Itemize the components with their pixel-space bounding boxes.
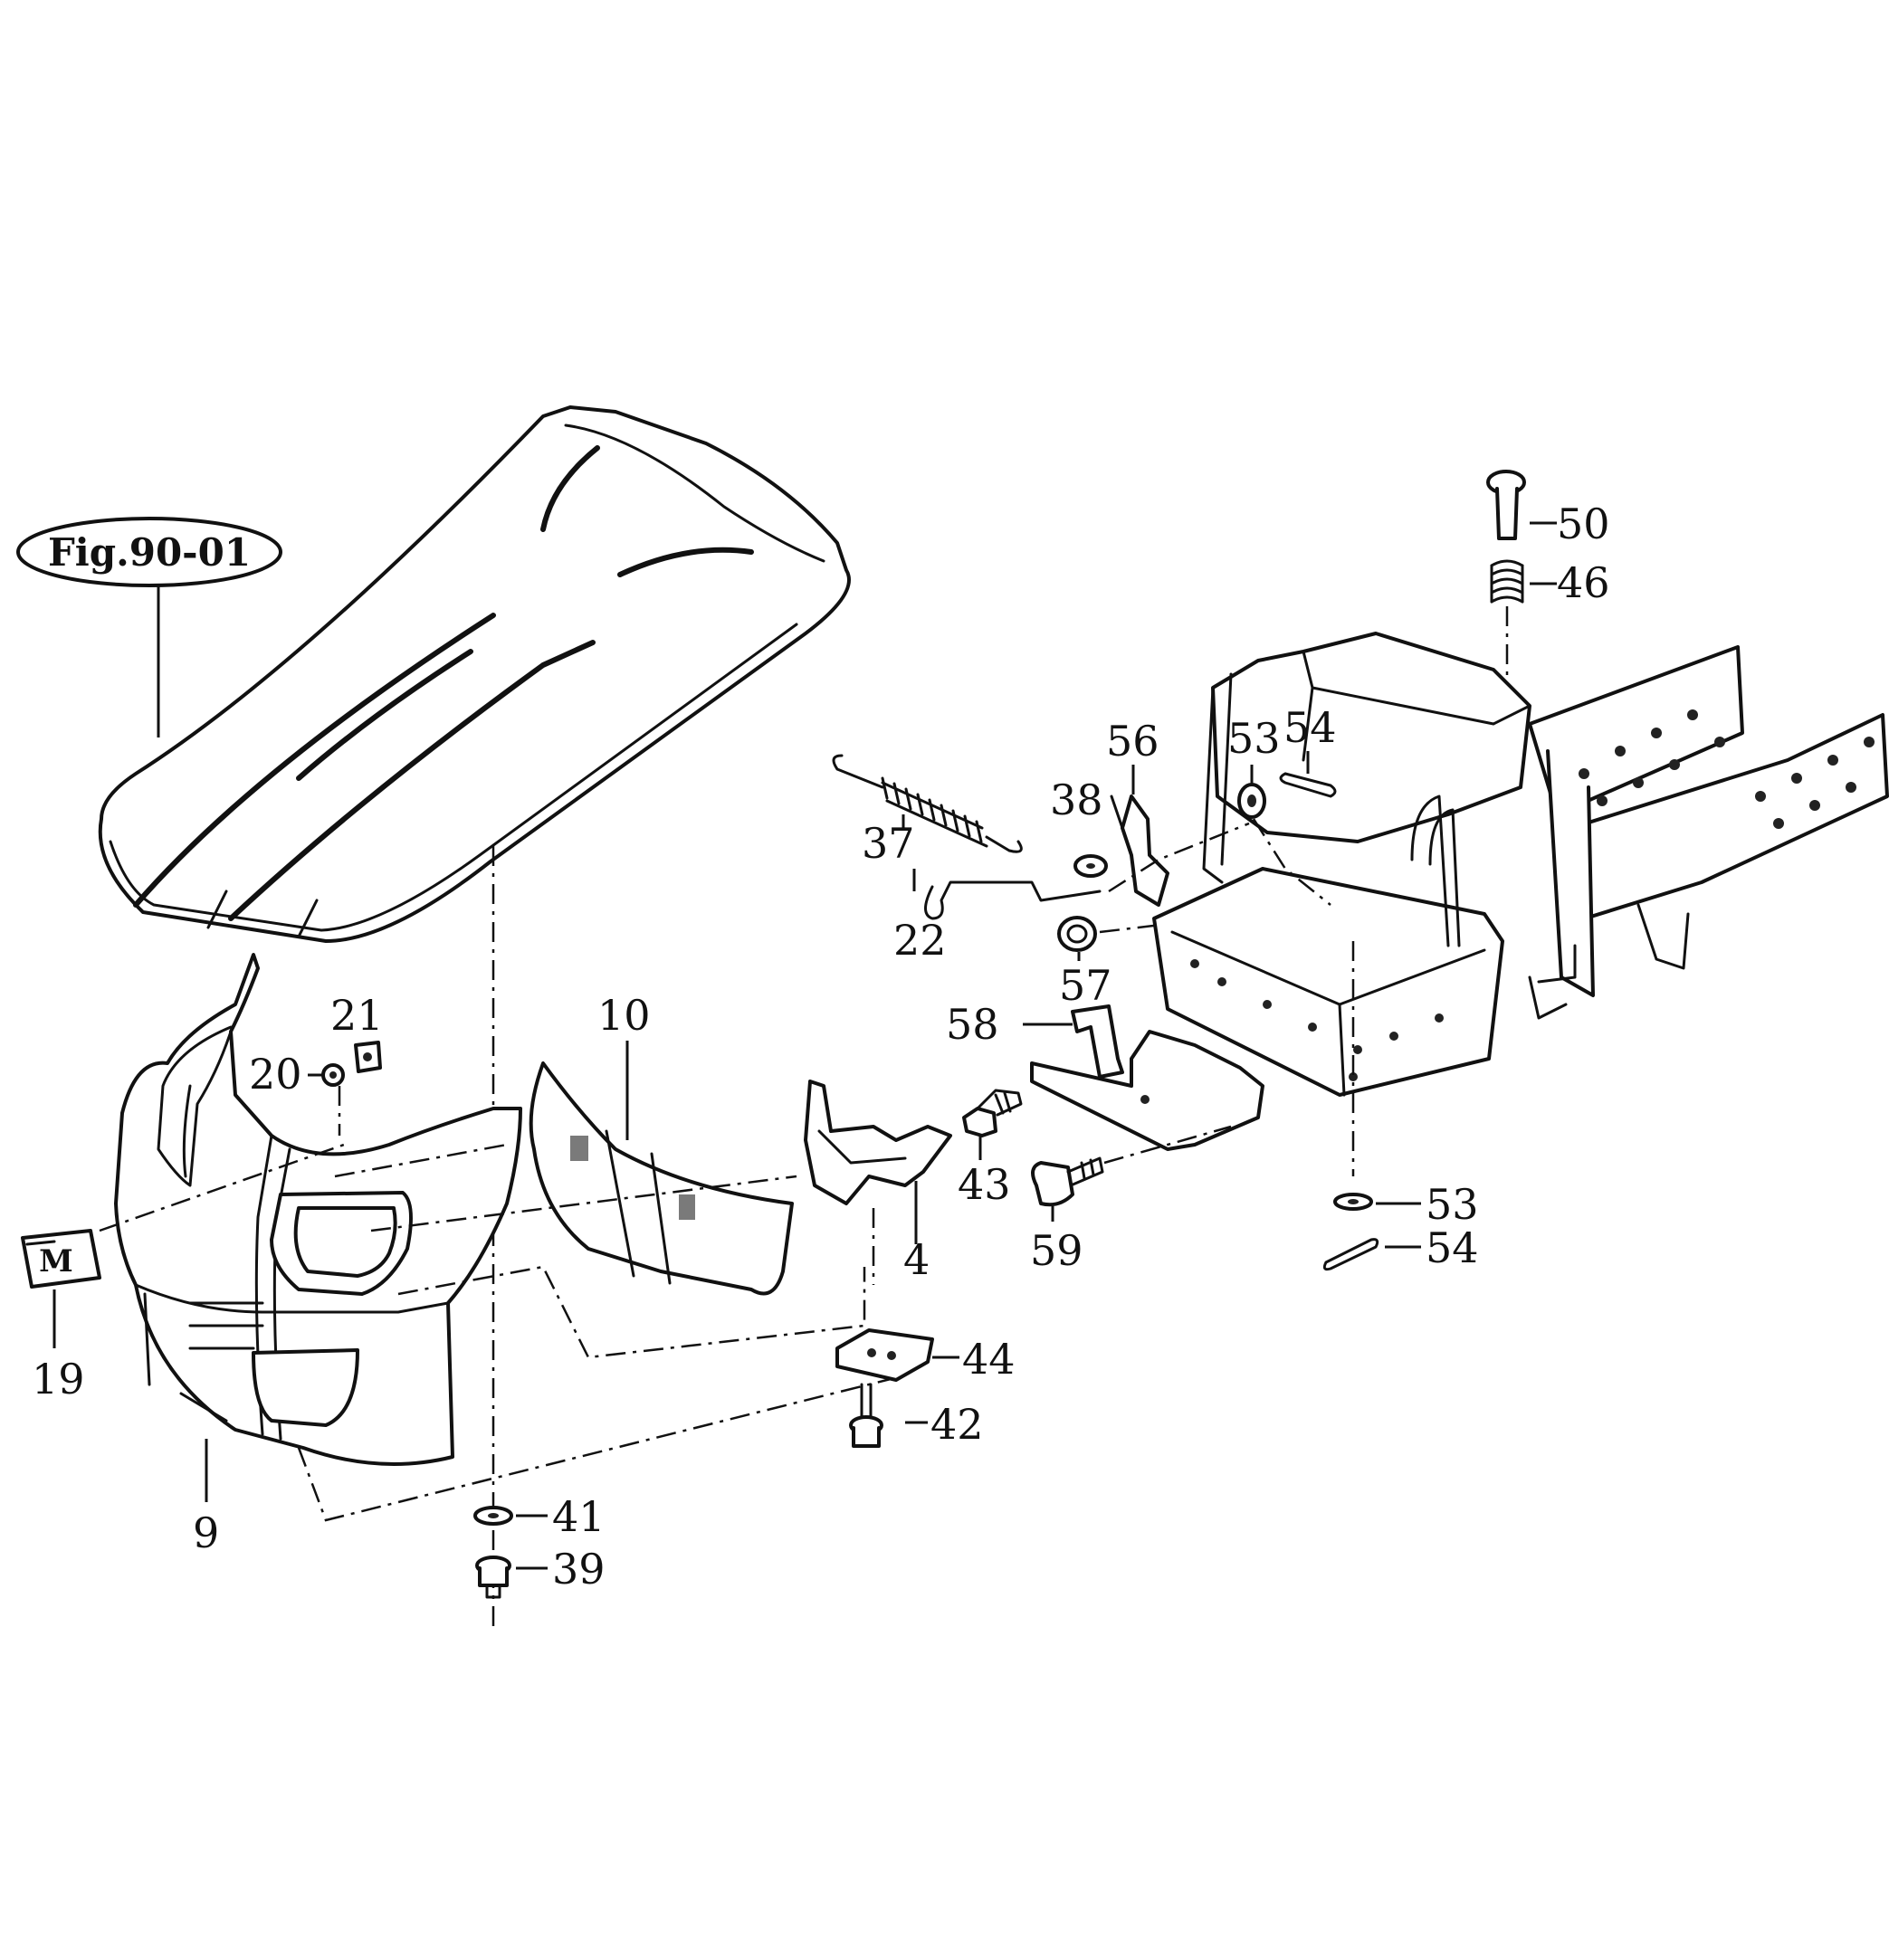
compression-spring: [1490, 559, 1524, 604]
figure-reference-text: Fig.90-01: [48, 530, 251, 575]
label-44[interactable]: 44: [962, 1335, 1016, 1384]
front-emblem-badge: M: [21, 1229, 101, 1348]
figure-reference-callout[interactable]: Fig.90-01: [16, 517, 282, 737]
bolt-part-43: [962, 1089, 1023, 1137]
label-43[interactable]: 43: [958, 1160, 1011, 1209]
latch-lever: [1110, 794, 1169, 907]
emblem-letter: M: [39, 1243, 73, 1280]
washer-part-41: [473, 1506, 513, 1526]
label-20[interactable]: 20: [249, 1050, 302, 1099]
label-54-upper[interactable]: 54: [1283, 703, 1337, 752]
label-37[interactable]: 37: [862, 819, 915, 868]
label-54-lower[interactable]: 54: [1426, 1223, 1479, 1272]
label-38[interactable]: 38: [1050, 775, 1103, 824]
washer-part-53-upper: [1237, 783, 1266, 819]
support-plate: [1030, 1004, 1264, 1151]
label-58[interactable]: 58: [946, 1000, 999, 1049]
label-57[interactable]: 57: [1059, 961, 1112, 1010]
washer-part-53-lower: [1333, 1193, 1373, 1211]
nut-part-20: [321, 1063, 345, 1087]
label-59[interactable]: 59: [1030, 1226, 1083, 1275]
label-19[interactable]: 19: [32, 1355, 85, 1403]
mounting-bracket: [804, 1080, 952, 1205]
label-46[interactable]: 46: [1557, 558, 1610, 607]
side-panel: [529, 1061, 794, 1296]
tension-spring: [832, 754, 1023, 853]
label-9[interactable]: 9: [193, 1508, 219, 1557]
retaining-pin: [1486, 470, 1526, 540]
clip-part-21: [354, 1041, 382, 1073]
label-4[interactable]: 4: [903, 1235, 930, 1284]
label-21[interactable]: 21: [330, 991, 384, 1040]
front-grille-assembly: [114, 953, 522, 1466]
cotter-pin-54-upper: [1279, 772, 1337, 798]
plate-part-44: [835, 1328, 934, 1382]
cotter-pin-54-lower: [1322, 1238, 1379, 1271]
hood-latch-rod: [924, 880, 1102, 920]
label-22[interactable]: 22: [893, 916, 947, 965]
bolt-part-59: [1031, 1156, 1104, 1207]
rubber-grommet: [1057, 916, 1097, 952]
chassis-frame: [1152, 632, 1889, 1097]
label-56[interactable]: 56: [1106, 717, 1159, 766]
bolt-part-39: [475, 1556, 511, 1599]
label-41[interactable]: 41: [552, 1492, 606, 1541]
label-10[interactable]: 10: [597, 991, 651, 1040]
label-42[interactable]: 42: [930, 1400, 984, 1449]
bolt-part-42: [849, 1383, 883, 1448]
label-39[interactable]: 39: [552, 1545, 606, 1594]
label-53-upper[interactable]: 53: [1227, 714, 1281, 763]
washer-part-38: [1073, 854, 1108, 878]
label-53-lower[interactable]: 53: [1426, 1180, 1479, 1229]
label-50[interactable]: 50: [1557, 500, 1610, 548]
hood-top-cover: [98, 405, 851, 943]
